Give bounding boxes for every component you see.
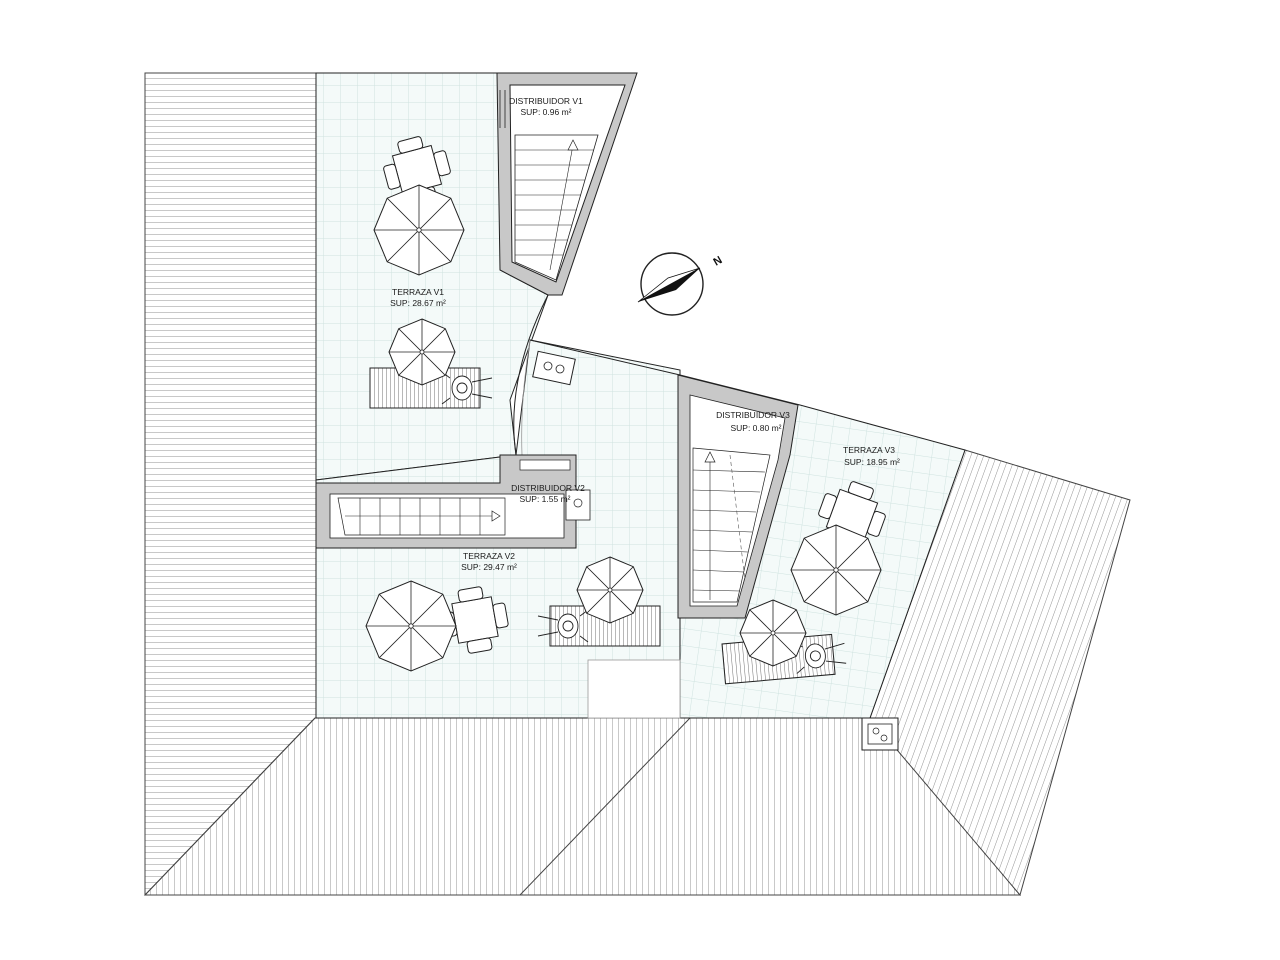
stair-v2 — [337, 497, 506, 536]
north-letter: N — [712, 254, 725, 268]
distribuidor-v1-area: SUP: 0.96 m² — [520, 107, 571, 117]
terraza-v1-name: TERRAZA V1 — [392, 287, 444, 297]
parasol-v2-a — [365, 580, 457, 672]
stair-v1 — [514, 134, 599, 281]
distribuidor-v1-name: DISTRIBUIDOR V1 — [509, 96, 583, 106]
distribuidor-v3-name: DISTRIBUIDOR V3 — [716, 410, 790, 420]
planter-box — [532, 350, 576, 386]
parasol-v3-b — [739, 599, 807, 667]
terraza-v3-name: TERRAZA V3 — [843, 445, 895, 455]
chimney — [861, 717, 899, 751]
distribuidor-v2-name: DISTRIBUIDOR V2 — [511, 483, 585, 493]
parasol-v2-b — [576, 556, 644, 624]
distribuidor-v2-label: DISTRIBUIDOR V2 SUP: 1.55 m² — [511, 483, 585, 504]
parasol-v1-b — [388, 318, 456, 386]
curved-wall — [513, 294, 549, 456]
terraza-v2-name: TERRAZA V2 — [463, 551, 515, 561]
distribuidor-v3-label: DISTRIBUIDOR V3 SUP: 0.80 m² — [716, 410, 790, 433]
terraza-v3-area: SUP: 18.95 m² — [844, 457, 900, 467]
terraza-v1-label: TERRAZA V1 SUP: 28.67 m² — [390, 287, 446, 308]
parasol-v3-a — [790, 524, 882, 616]
stair-v3 — [692, 447, 771, 603]
terraza-v1-area: SUP: 28.67 m² — [390, 298, 446, 308]
north-arrow-icon: N — [637, 252, 725, 316]
distribuidor-v3-block — [677, 374, 799, 619]
terraza-v3-label: TERRAZA V3 SUP: 18.95 m² — [843, 445, 900, 467]
terraza-v2-label: TERRAZA V2 SUP: 29.47 m² — [461, 551, 517, 572]
distribuidor-v1-label: DISTRIBUIDOR V1 SUP: 0.96 m² — [509, 96, 583, 117]
terraza-v2-area: SUP: 29.47 m² — [461, 562, 517, 572]
distribuidor-v1-block — [496, 72, 638, 296]
parasol-v1-a — [373, 184, 465, 276]
distribuidor-v3-area: SUP: 0.80 m² — [730, 423, 781, 433]
distribuidor-v2-area: SUP: 1.55 m² — [519, 494, 570, 504]
distribuidor-v2-block — [315, 454, 591, 549]
